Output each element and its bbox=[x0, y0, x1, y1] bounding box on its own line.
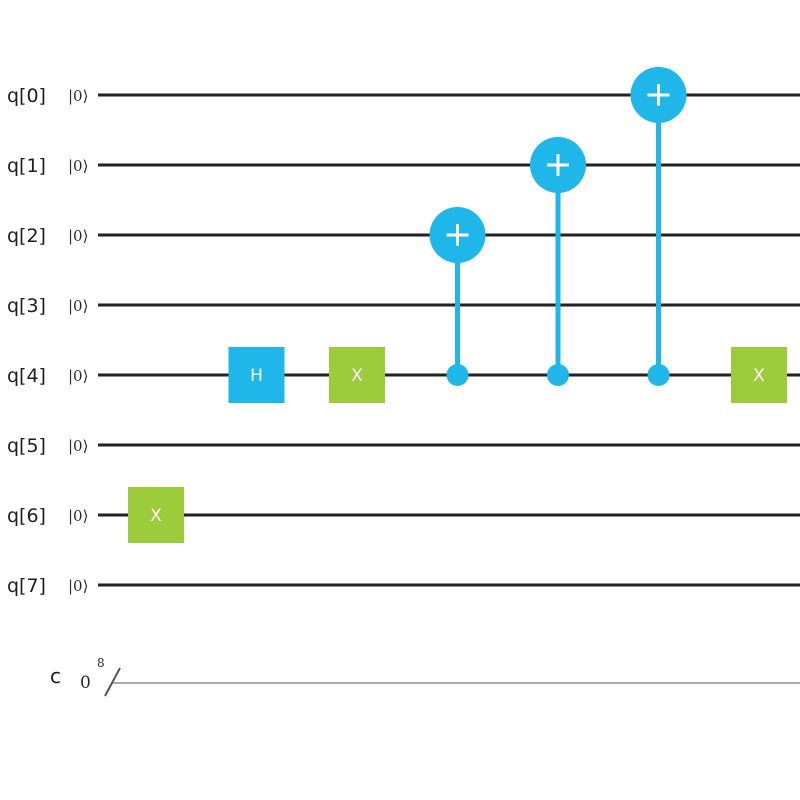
qubit-initial-state: |0⟩ bbox=[68, 367, 88, 385]
pauli-x-gate[interactable]: X bbox=[329, 347, 385, 403]
pauli-x-gate[interactable]: X bbox=[731, 347, 787, 403]
hadamard-gate[interactable]: H bbox=[228, 347, 285, 403]
classical-register-initial-value: 0 bbox=[80, 673, 91, 693]
qubit-initial-state: |0⟩ bbox=[68, 87, 88, 105]
qubit-label: q[0] bbox=[7, 85, 46, 107]
qubit-label: q[4] bbox=[7, 365, 46, 387]
qubit-label: q[7] bbox=[7, 575, 46, 597]
qubit-initial-state: |0⟩ bbox=[68, 507, 88, 525]
gate-label: X bbox=[150, 506, 162, 526]
control-dot-icon bbox=[647, 364, 670, 386]
gates-layer: X H X X bbox=[128, 67, 787, 543]
qubit-label: q[6] bbox=[7, 505, 46, 527]
gate-box bbox=[228, 347, 285, 403]
gate-box bbox=[731, 347, 787, 403]
qubit-initial-state: |0⟩ bbox=[68, 297, 88, 315]
qubit-initial-state: |0⟩ bbox=[68, 157, 88, 175]
classical-register-label: c bbox=[50, 664, 61, 688]
gate-box bbox=[329, 347, 385, 403]
cnot-gate[interactable] bbox=[630, 67, 687, 386]
gate-label: X bbox=[351, 366, 363, 386]
qubit-initial-state: |0⟩ bbox=[68, 577, 88, 595]
gate-box bbox=[128, 487, 184, 543]
qubit-wires bbox=[98, 93, 800, 587]
control-dot-icon bbox=[446, 364, 469, 386]
gate-label: X bbox=[753, 366, 765, 386]
classical-register-width: 8 bbox=[97, 656, 105, 670]
cnot-gate[interactable] bbox=[530, 137, 586, 386]
qubit-label: q[5] bbox=[7, 435, 46, 457]
gate-label: H bbox=[250, 366, 263, 386]
bus-slash-icon bbox=[104, 667, 121, 697]
qubit-label: q[2] bbox=[7, 225, 46, 247]
qubit-initial-state: |0⟩ bbox=[68, 437, 88, 455]
qubit-initial-state: |0⟩ bbox=[68, 227, 88, 245]
pauli-x-gate[interactable]: X bbox=[128, 487, 184, 543]
qubit-label: q[3] bbox=[7, 295, 46, 317]
qubit-label: q[1] bbox=[7, 155, 46, 177]
control-dot-icon bbox=[547, 364, 569, 386]
qubit-labels: q[0] |0⟩ q[1] |0⟩ q[2] |0⟩ q[3] |0⟩ q[4] |0⟩ q[5] |… bbox=[7, 85, 88, 597]
cnot-gate[interactable] bbox=[429, 207, 486, 386]
